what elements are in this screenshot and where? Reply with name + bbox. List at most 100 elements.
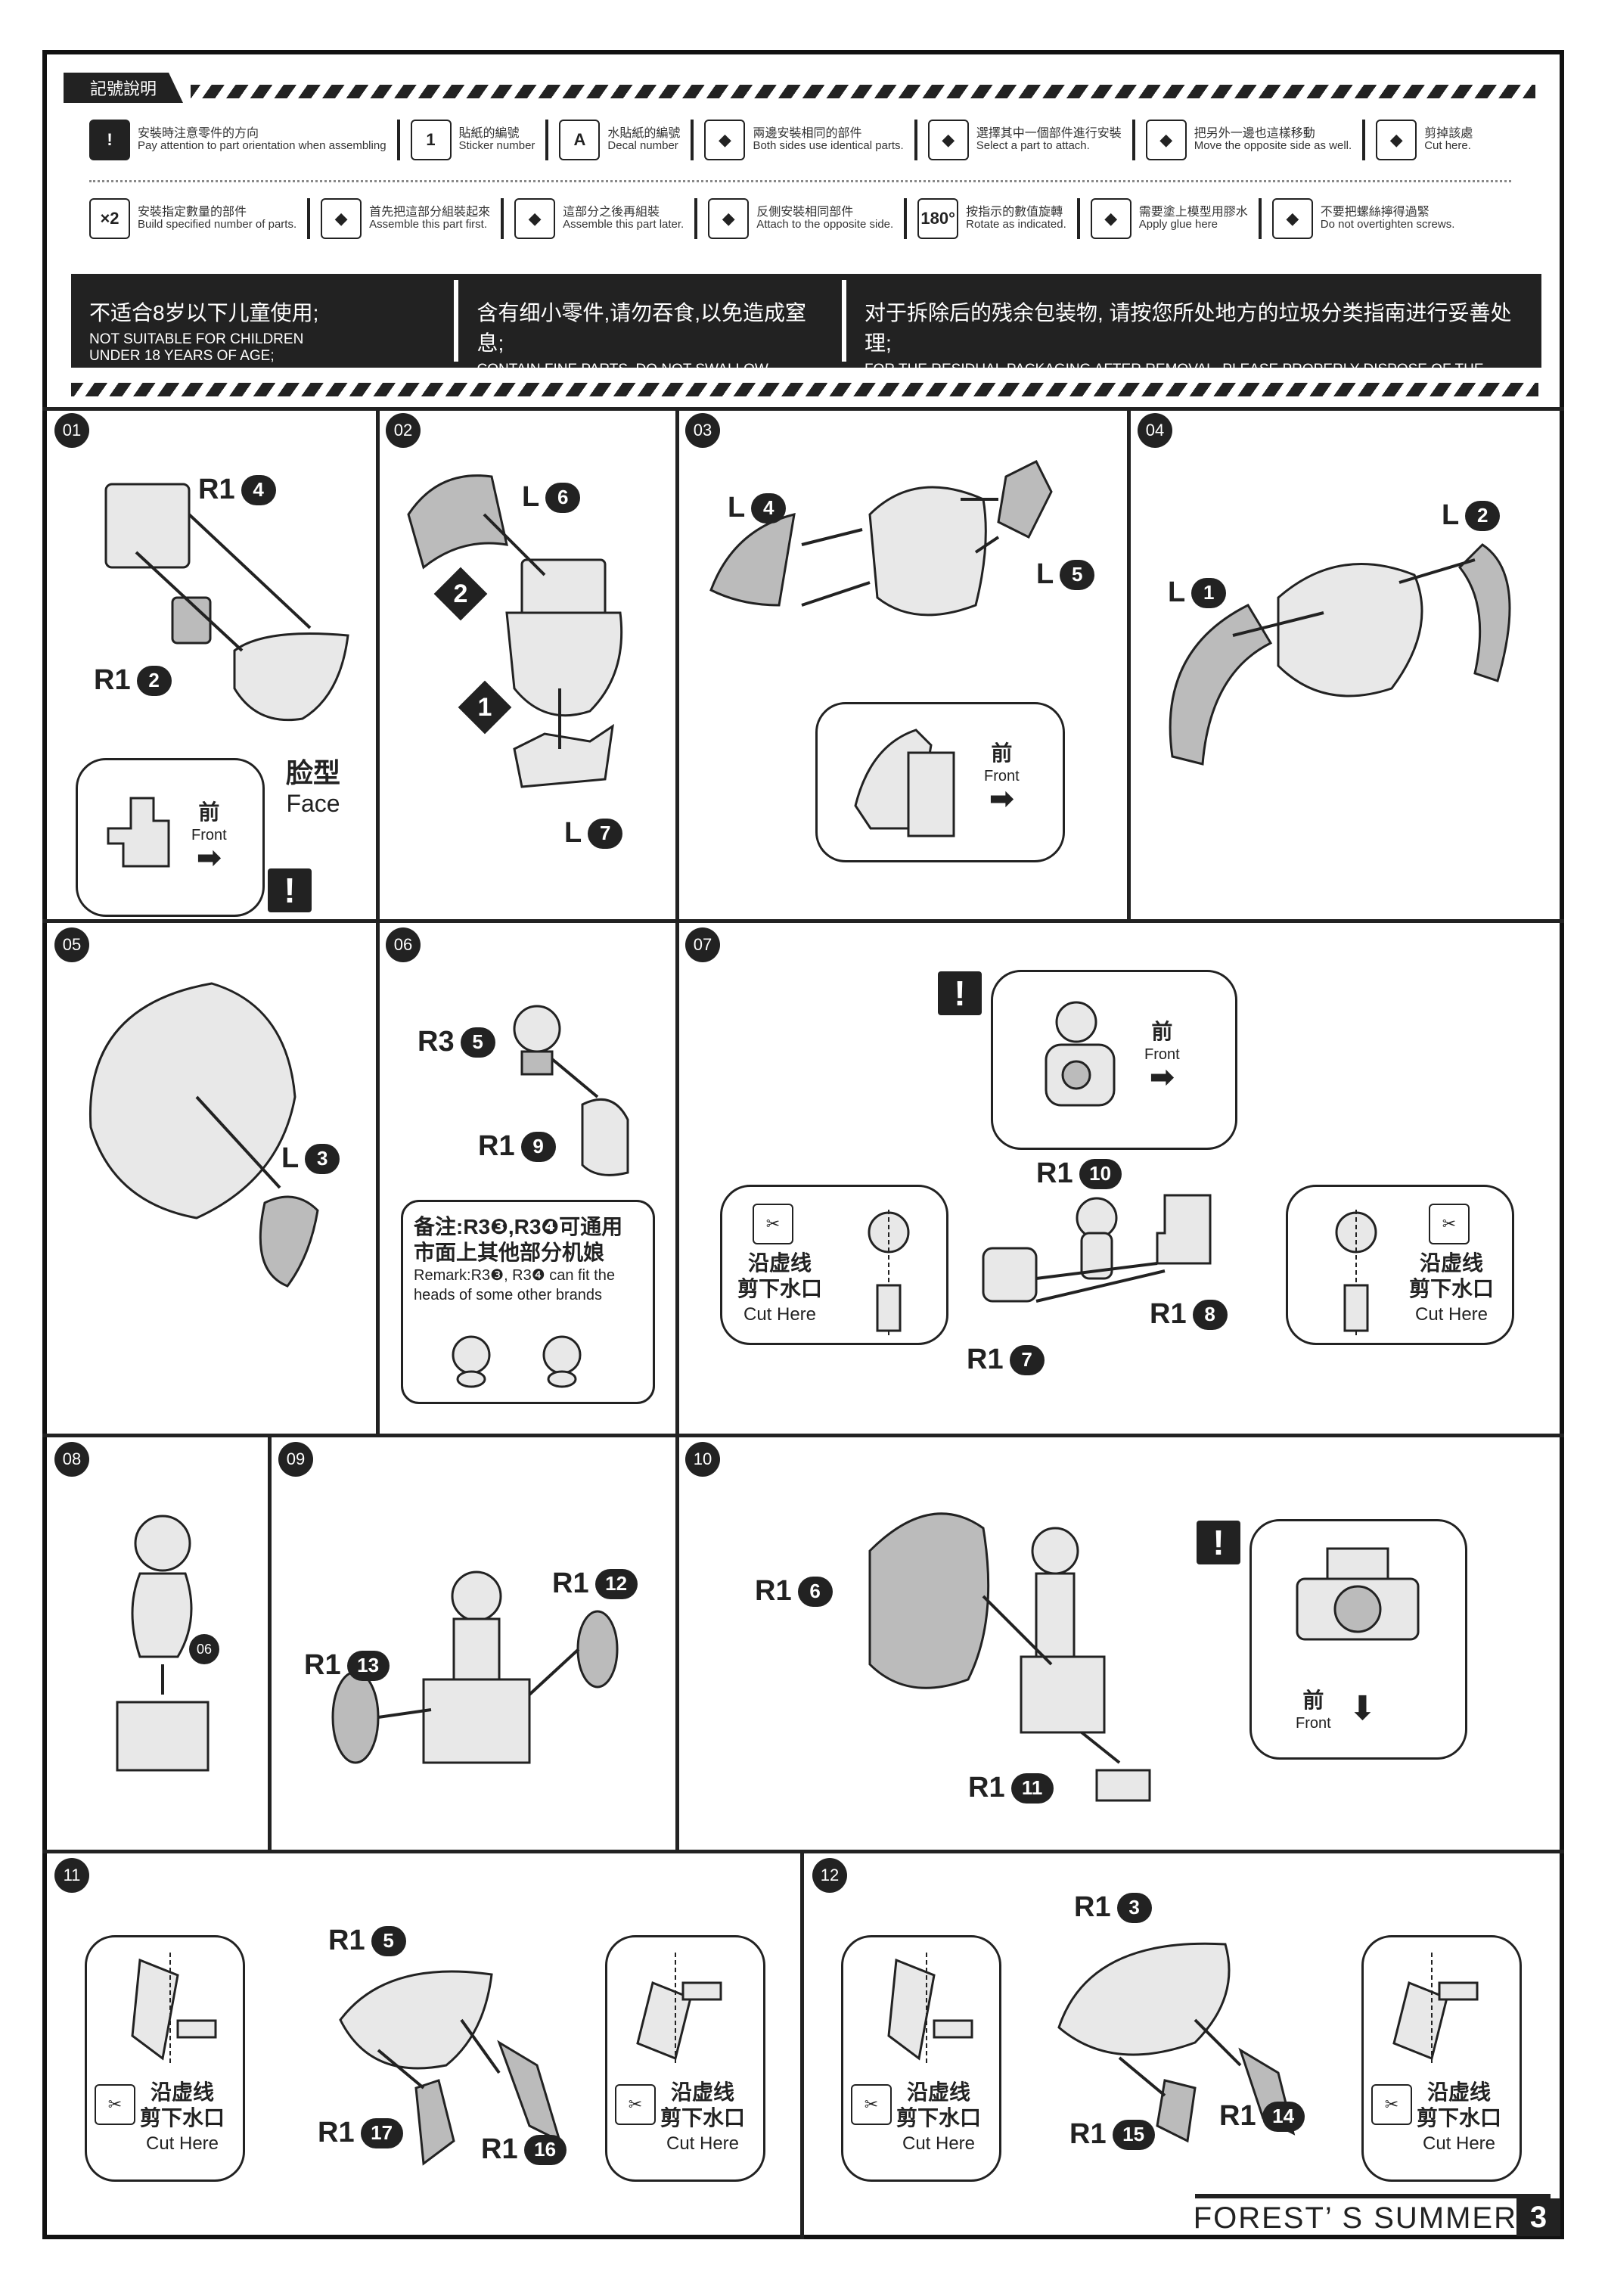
step-09-diagram [331, 1571, 619, 1764]
cut-diagram [636, 1953, 722, 2066]
cut-cn-1: 沿虚线 [1427, 2080, 1492, 2104]
cut-cn-1: 沿虚线 [907, 2080, 971, 2104]
step-06-number: 06 [386, 927, 421, 962]
warning-age: 不适合8岁以下儿童使用; NOT SUITABLE FOR CHILDREN U… [71, 280, 454, 364]
legend-en: Apply glue here [1138, 218, 1218, 231]
warning-packaging-en-2: ACCORDING TO THE GARBAGE CLASSIFICATION … [864, 395, 1454, 411]
part-number: 16 [523, 2134, 567, 2165]
front-cn: 前 [1151, 1020, 1173, 1043]
caution-icon: ! [938, 971, 982, 1015]
step-06-remark-box: 备注:R3❸,R3❹可通用 市面上其他部分机娘 Remark:R3❸, R3❹ … [401, 1200, 655, 1404]
exclamation-icon: ! [89, 120, 130, 160]
part-number: 2 [136, 665, 172, 696]
cut-diagram [131, 1953, 217, 2066]
part-number: 5 [1060, 559, 1095, 590]
caution-icon: ! [268, 868, 312, 912]
runner-label: R1 [478, 1130, 515, 1162]
front-cn: 前 [198, 800, 220, 824]
face-label-cn: 脸型 [286, 757, 341, 788]
step-01-number: 01 [54, 413, 89, 448]
remark-cn-2: 市面上其他部分机娘 [414, 1241, 605, 1264]
step-02-diagram [407, 474, 623, 788]
step-07-inset-part [1045, 1001, 1116, 1107]
cut-here-icon: ✂ [95, 2084, 135, 2125]
step-04-diagram [1169, 543, 1511, 766]
front-en: Front [1296, 1715, 1331, 1732]
quantity-icon: ×2 [89, 198, 130, 239]
legend-en: Move the opposite side as well. [1194, 139, 1352, 152]
remark-parts [452, 1335, 582, 1388]
arrow-down-icon: ⬇ [1349, 1690, 1377, 1727]
part-number: 5 [371, 1925, 406, 1956]
runner-label: R1 [1036, 1157, 1073, 1189]
cut-here-icon: ✂ [1429, 1204, 1470, 1244]
warning-packaging: 对于拆除后的残余包装物, 请按您所处地方的垃圾分类指南进行妥善处理; FOR T… [841, 280, 1541, 411]
cut-en: Cut Here [145, 2133, 219, 2154]
grid-line [42, 407, 1564, 411]
part-number: 12 [594, 1568, 638, 1599]
part-number: 7 [588, 818, 623, 849]
cut-cn-2: 剪下水口 [737, 1277, 823, 1300]
order-2-text: 2 [453, 579, 468, 608]
part-number: 7 [1009, 1344, 1045, 1375]
arrow-right-icon: ➡ [989, 782, 1015, 816]
step-11-diagram [339, 1970, 562, 2166]
cut-cn-1: 沿虚线 [748, 1251, 812, 1275]
footer-title: FOREST’ S SUMMER [1193, 2201, 1517, 2235]
grid-line [1127, 407, 1131, 921]
step-07-number: 07 [685, 927, 720, 962]
runner-label: R3 [418, 1026, 455, 1058]
cut-en: Cut Here [902, 2133, 976, 2154]
assemble-first-icon: ◆ [321, 198, 362, 239]
runner-label: L [728, 492, 746, 524]
part-number: 5 [460, 1027, 495, 1058]
legend-en: Sticker number [458, 139, 535, 152]
cut-here-icon: ◆ [1376, 120, 1417, 160]
arrow-right-icon: ➡ [1149, 1061, 1175, 1094]
grid-line [42, 919, 1564, 923]
front-en: Front [191, 827, 227, 844]
runner-label: R1 [552, 1567, 589, 1599]
decal-number-icon: A [559, 120, 601, 160]
runner-label: R1 [755, 1575, 792, 1607]
runner-label: L [1168, 576, 1186, 608]
cut-en: Cut Here [666, 2133, 740, 2154]
part-number: 11 [1010, 1772, 1054, 1804]
runner-label: R1 [1069, 2118, 1107, 2150]
step-10-diagram [868, 1512, 1151, 1802]
warning-age-cn: 不适合8岁以下儿童使用; [89, 301, 319, 325]
step-03-diagram [709, 459, 1053, 617]
